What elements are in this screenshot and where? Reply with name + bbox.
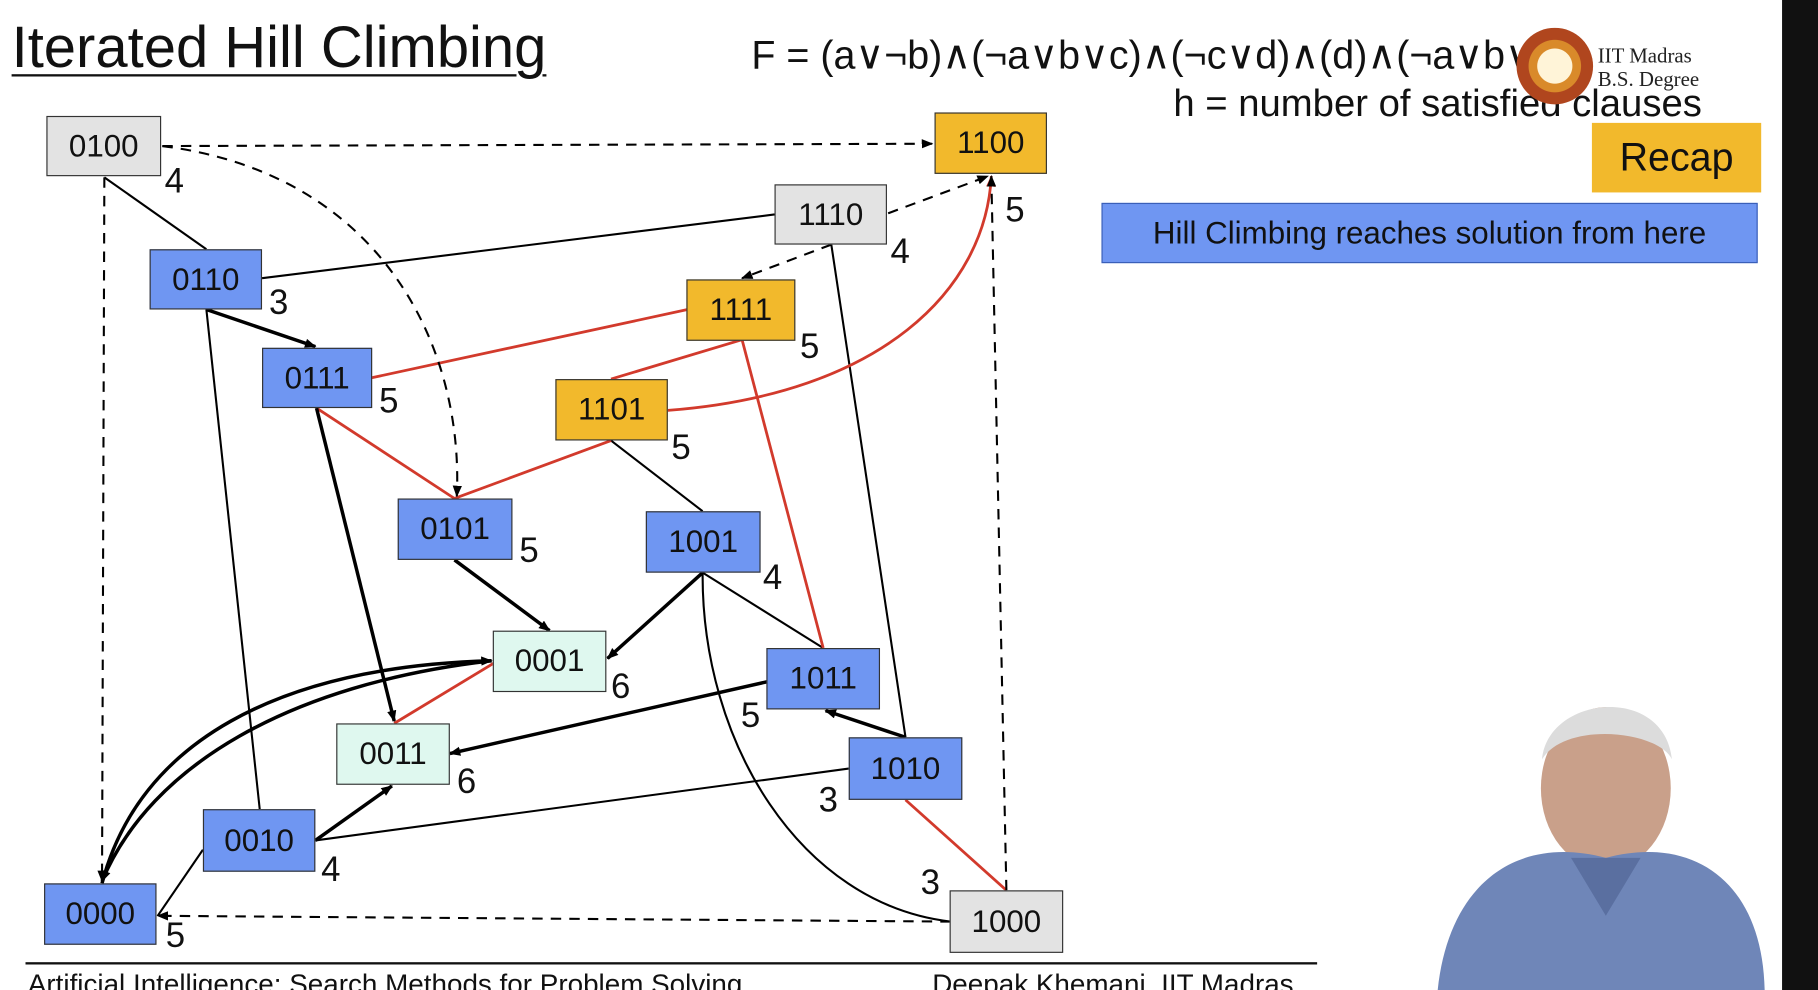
- logo-line-2: B.S. Degree: [1597, 67, 1700, 91]
- dashed-edge-1000-0000: [156, 911, 951, 923]
- footer-course-title: Artificial Intelligence: Search Methods …: [27, 969, 743, 990]
- heuristic-1011: 5: [740, 696, 761, 735]
- iit-madras-logo-icon: [1516, 27, 1594, 105]
- slide-title: Iterated Hill Climbing: [11, 15, 547, 80]
- edge-0110-0010: [205, 309, 261, 810]
- heuristic-0101: 5: [519, 532, 539, 571]
- dashed-edge-0100-0000: [97, 177, 107, 883]
- red-edge-1101-0101: [454, 439, 612, 500]
- heuristic-1010: 3: [818, 781, 838, 820]
- state-node-0000: 0000: [44, 883, 157, 945]
- video-edge-strip: [1782, 0, 1818, 990]
- arrow-0111-0011: [314, 407, 397, 723]
- state-node-1111: 1111: [686, 279, 796, 341]
- state-node-0111: 0111: [262, 347, 373, 409]
- arrow-1011-0011: [448, 679, 768, 756]
- dashed-edge-1110-1100: [887, 175, 989, 215]
- formula: F = (a∨¬b)∧(¬a∨b∨c)∧(¬c∨d)∧(d)∧(¬a∨b∨: [751, 33, 1534, 78]
- heuristic-0111: 5: [379, 382, 399, 421]
- state-node-1011: 1011: [766, 648, 881, 710]
- red-edge-1111-1101: [610, 338, 743, 381]
- state-node-0101: 0101: [397, 498, 513, 560]
- heuristic-0011: 6: [456, 762, 477, 802]
- edge-1110-1010: [830, 244, 907, 738]
- presenter-video-image: [1391, 649, 1774, 990]
- state-node-1101: 1101: [555, 379, 668, 441]
- dashed-edge-0100-1100: [162, 139, 934, 149]
- heuristic-1000: 3: [920, 863, 940, 902]
- heuristic-0100: 4: [164, 162, 184, 201]
- heuristic-1110: 4: [890, 233, 910, 272]
- heuristic-1001: 4: [762, 558, 783, 598]
- arrow-0101-0001: [453, 558, 551, 633]
- logo-line-1: IIT Madras: [1597, 44, 1692, 68]
- state-node-0010: 0010: [202, 809, 316, 872]
- logo-text: IIT Madras B.S. Degree: [1598, 44, 1699, 90]
- heuristic-0010: 4: [321, 850, 341, 890]
- dashed-edge-0100-0101: [162, 145, 462, 498]
- arrow-1010-1011: [824, 708, 907, 739]
- arrow-0110-0111: [205, 307, 317, 349]
- state-node-0011: 0011: [336, 723, 450, 785]
- heuristic-0000: 5: [165, 916, 186, 956]
- state-node-0110: 0110: [149, 249, 263, 310]
- edge-1101-1001: [610, 439, 704, 513]
- red-edge-1111-1011: [740, 339, 825, 649]
- red-edge-0001-0011: [393, 661, 495, 725]
- arrow-0001-0000: [100, 659, 492, 883]
- edge-0110-1110: [261, 213, 775, 280]
- heuristic-definition: h = number of satisfied clauses: [1173, 81, 1702, 125]
- state-node-0001: 0001: [492, 630, 607, 693]
- heuristic-1111: 5: [800, 328, 820, 367]
- red-edge-0111-0101: [315, 406, 456, 500]
- arrow-1001-0001: [606, 571, 704, 660]
- state-node-1000: 1000: [949, 890, 1064, 953]
- state-node-1010: 1010: [848, 737, 963, 800]
- edge-1001-1000: [701, 572, 951, 923]
- footer-author: Deepak Khemani, IIT Madras: [932, 969, 1294, 990]
- arrow-0000-0001: [100, 656, 493, 884]
- hint-box: Hill Climbing reaches solution from here: [1101, 202, 1758, 264]
- heuristic-1100: 5: [1005, 191, 1025, 230]
- dashed-edge-1110-1111: [740, 243, 832, 280]
- state-node-1110: 1110: [774, 184, 887, 245]
- heuristic-0110: 3: [268, 284, 289, 323]
- footer-divider: [25, 962, 1318, 965]
- state-node-0100: 0100: [46, 115, 162, 177]
- edge-0100-0110: [103, 176, 207, 251]
- red-edge-1010-1000: [904, 798, 1008, 892]
- heuristic-1101: 5: [671, 428, 691, 468]
- arrow-0010-0011: [314, 784, 393, 842]
- recap-label: Recap: [1591, 122, 1762, 193]
- red-edge-0111-1111: [370, 308, 688, 380]
- dashed-edge-1000-1100: [986, 175, 1008, 891]
- heuristic-0001: 6: [611, 667, 631, 706]
- state-node-1100: 1100: [934, 112, 1047, 174]
- edge-0010-0000: [156, 849, 204, 917]
- edge-1001-1011: [702, 571, 824, 649]
- state-node-1001: 1001: [645, 511, 761, 573]
- red-edge-1101-1100: [667, 175, 996, 412]
- edge-0010-1010: [315, 767, 849, 842]
